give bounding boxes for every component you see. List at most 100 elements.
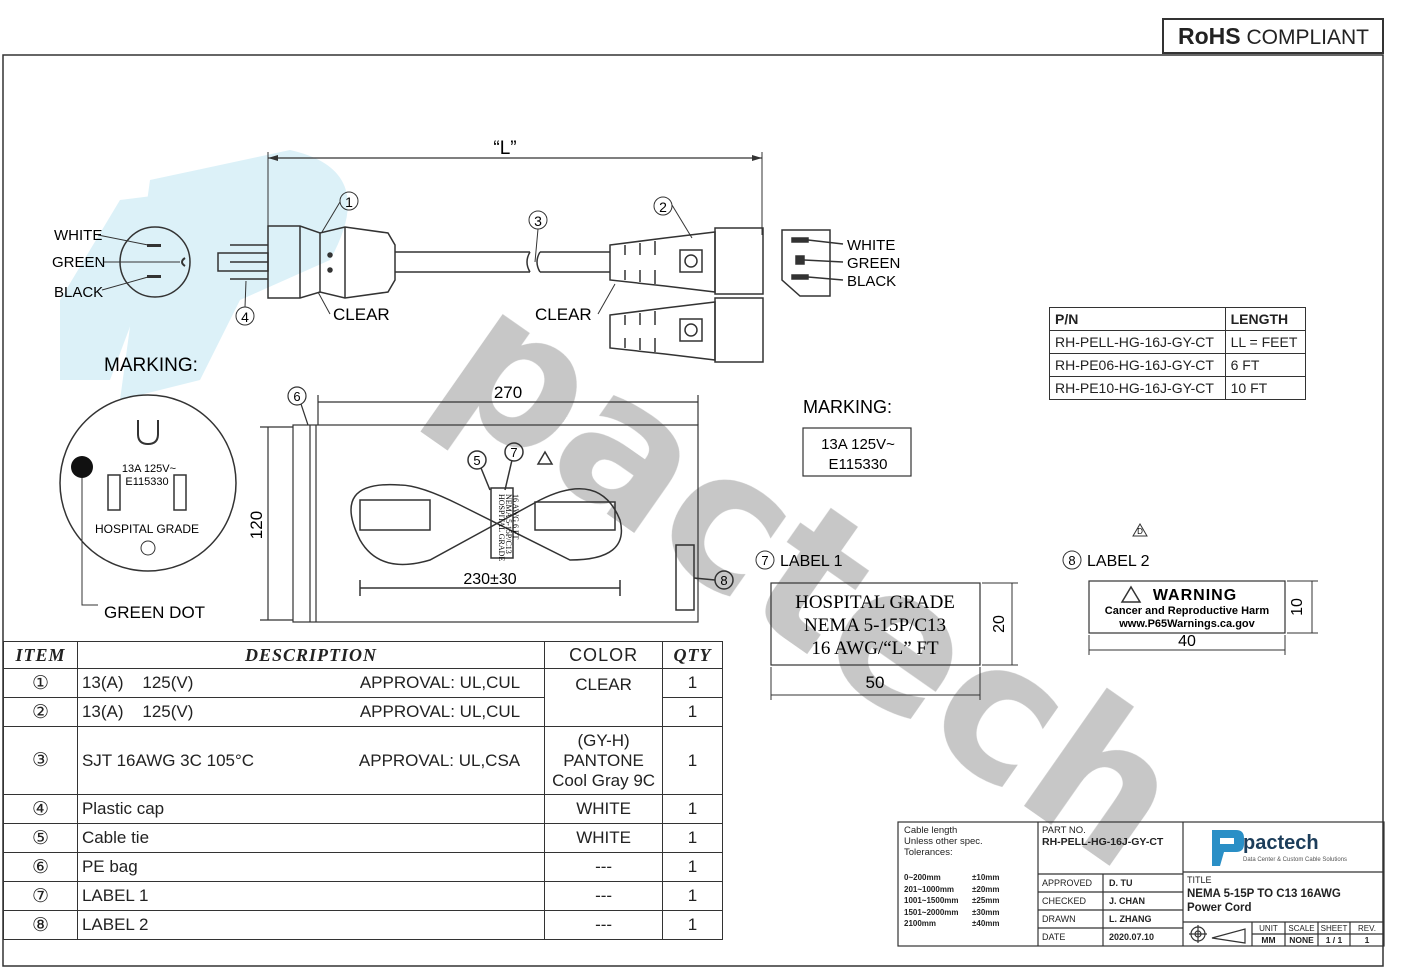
label1-line1: HOSPITAL GRADE (795, 592, 955, 613)
length-cell: 6 FT (1224, 353, 1307, 377)
approved-by: D. TU (1109, 878, 1133, 888)
bom-description: Cable tie (76, 823, 546, 853)
bom-color: CLEAR (544, 668, 664, 727)
label2-title: LABEL 2 (1087, 553, 1150, 570)
meta-sheet-label: SHEET (1320, 924, 1348, 933)
meta-unit-label: UNIT (1259, 924, 1278, 933)
label2-height: 10 (1289, 598, 1306, 616)
table-row: ④ Plastic cap WHITE 1 (3, 794, 723, 824)
bom-approval: APPROVAL: UL,CSA (358, 750, 521, 770)
connector-face (781, 229, 844, 297)
bom-item: ⑦ (3, 881, 78, 911)
bag-height: 120 (247, 511, 266, 539)
meta-unit: MM (1261, 935, 1276, 945)
table-row: ⑦ LABEL 1 --- 1 (3, 881, 723, 911)
dim-L: “L” (493, 138, 516, 159)
callout-5: 5 (473, 453, 480, 468)
bom-header-description: DESCRIPTION (76, 641, 546, 669)
marking-face-rating: 13A 125V~ (122, 463, 176, 475)
plug-wire-white: WHITE (54, 227, 102, 244)
label2-line2: www.P65Warnings.ca.gov (1118, 618, 1255, 630)
label1-box (770, 582, 981, 666)
label1-line2: NEMA 5-15P/C13 (804, 615, 946, 636)
marking2-title: MARKING: (803, 397, 892, 417)
plug-wire-black: BLACK (54, 284, 103, 301)
coil-label-line2: NEMA 5-15P/C13 (504, 494, 513, 554)
table-row: ⑧ LABEL 2 --- 1 (3, 910, 723, 940)
marking-title: MARKING: (104, 355, 198, 376)
pn-cell: RH-PE10-HG-16J-GY-CT (1049, 376, 1226, 400)
meta-rev: 1 (1364, 935, 1370, 945)
bom-description: LABEL 1 (76, 881, 546, 911)
brand-name: pactech (1243, 832, 1319, 854)
label2-warning: WARNING (1153, 587, 1237, 604)
callout-2: 2 (659, 199, 667, 215)
bom-desc-text: 13(A) 125(V) (81, 702, 194, 721)
green-dot-label: GREEN DOT (104, 603, 205, 622)
connector-c13 (609, 227, 764, 295)
label1-title: LABEL 1 (780, 553, 843, 570)
approved-label: APPROVED (1042, 878, 1093, 888)
checked-by: J. CHAN (1109, 896, 1146, 906)
bom-header-row: ITEM DESCRIPTION COLOR QTY (3, 641, 723, 669)
callouts-top (235, 191, 693, 326)
table-row: RH-PELL-HG-16J-GY-CT LL = FEET (1049, 330, 1307, 354)
bom-qty: 1 (662, 910, 723, 940)
marking2-box (802, 427, 912, 477)
drawing-frame (2, 54, 1384, 967)
conn-wire-black: BLACK (847, 273, 896, 290)
bom-header-qty: QTY (662, 641, 723, 669)
rev-mark: D (1137, 527, 1143, 536)
table-row: ① 13(A) 125(V)APPROVAL: UL,CUL CLEAR 1 (3, 668, 723, 727)
drawing-title: NEMA 5-15P TO C13 16AWG Power Cord (1187, 888, 1341, 914)
pactech-logo-mark (1212, 830, 1244, 866)
meta-scale-label: SCALE (1288, 924, 1315, 933)
bom-header-item: ITEM (3, 641, 78, 669)
length-cell: 10 FT (1224, 376, 1307, 400)
meta-scale: NONE (1289, 935, 1314, 945)
connector-c13-alt (609, 297, 764, 363)
bom-item: ⑧ (3, 910, 78, 940)
bom-header-color: COLOR (544, 641, 664, 669)
drawn-label: DRAWN (1042, 914, 1076, 924)
rohs-badge: RoHS COMPLIANT (1162, 18, 1384, 54)
bom-color: WHITE (544, 794, 664, 824)
label2-line1: Cancer and Reproductive Harm (1105, 605, 1270, 617)
tolerance-title: Cable length Unless other spec. Toleranc… (904, 825, 983, 858)
meta-rev-label: REV. (1358, 924, 1376, 933)
coil-label-line1: HOSPITAL GRADE (497, 494, 506, 561)
bom-table: ITEM DESCRIPTION COLOR QTY ① 13(A) 125(V… (3, 641, 723, 940)
bom-color: --- (544, 852, 664, 882)
bom-description: 13(A) 125(V) APPROVAL: UL,CUL (76, 697, 546, 727)
label1-width: 50 (866, 673, 885, 692)
bom-item: ③ (3, 726, 78, 795)
pe-bag (260, 386, 699, 623)
marking2-line2: E115330 (829, 456, 888, 473)
bom-approval: APPROVAL: UL,CUL (359, 702, 521, 721)
callout-4: 4 (241, 309, 249, 325)
part-no: RH-PELL-HG-16J-GY-CT (1042, 836, 1164, 848)
bom-qty: 1 (662, 852, 723, 882)
bom-item: ⑥ (3, 852, 78, 882)
clear-right-label: CLEAR (535, 305, 592, 324)
bom-color: (GY-H) PANTONE Cool Gray 9C (544, 726, 664, 795)
cable (395, 251, 610, 273)
pn-header-length: LENGTH (1224, 307, 1307, 331)
bom-description: LABEL 2 (76, 910, 546, 940)
bom-item: ④ (3, 794, 78, 824)
coiled-cord (350, 442, 734, 611)
callout-8: 8 (720, 573, 727, 588)
bom-item: ⑤ (3, 823, 78, 853)
bom-qty: 1 (662, 794, 723, 824)
bom-color: --- (544, 910, 664, 940)
label1-height: 20 (991, 615, 1008, 633)
marking-face-file: E115330 (125, 476, 168, 488)
callout-1: 1 (345, 194, 353, 210)
marking-plug-face (59, 394, 237, 572)
callout-6: 6 (293, 389, 300, 404)
date-value: 2020.07.10 (1109, 932, 1155, 942)
table-row: RH-PE06-HG-16J-GY-CT 6 FT (1049, 353, 1307, 377)
bag-width: 270 (494, 383, 522, 402)
